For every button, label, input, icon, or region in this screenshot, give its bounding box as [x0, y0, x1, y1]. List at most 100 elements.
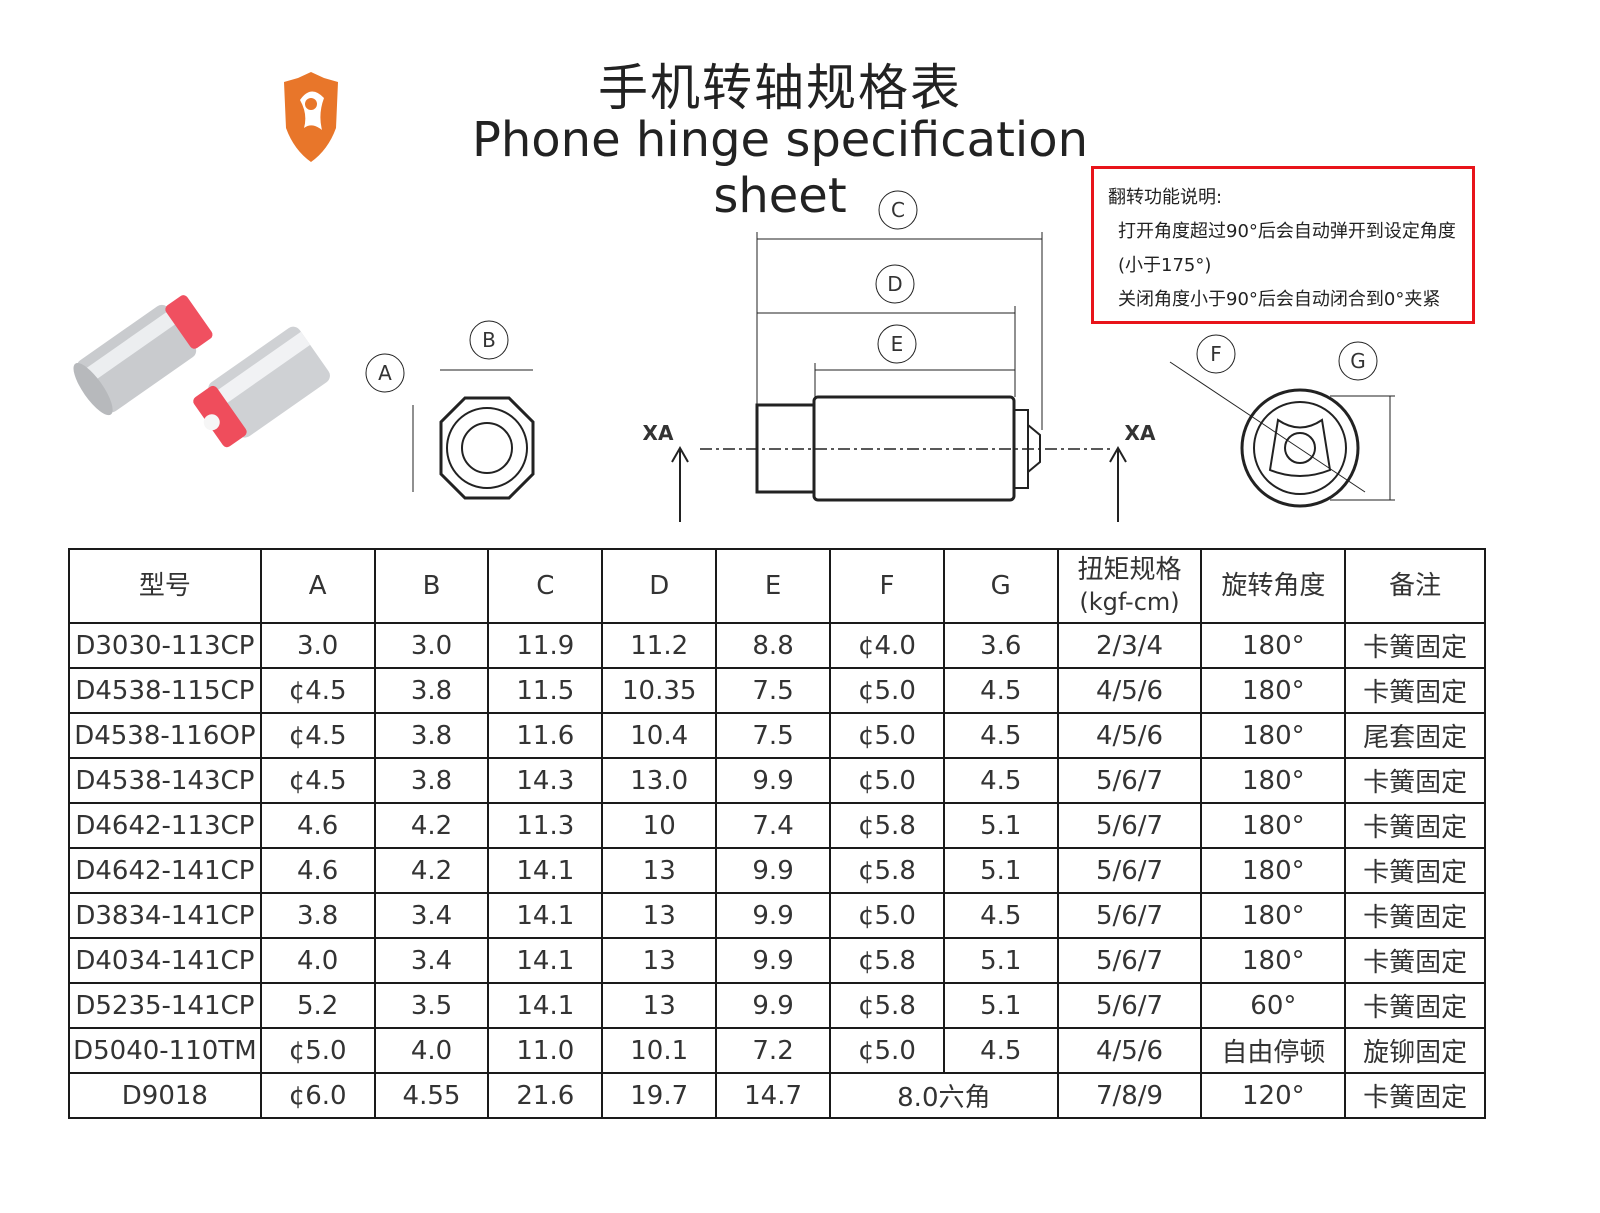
table-cell: 14.1 — [487, 937, 604, 984]
table-cell: ¢4.5 — [259, 667, 376, 714]
axis-label-left: XA — [643, 421, 674, 445]
table-cell: 5.1 — [942, 937, 1059, 984]
table-cell: 5/6/7 — [1056, 802, 1203, 849]
table-cell: 3.8 — [373, 667, 490, 714]
table-cell: 4.0 — [259, 937, 376, 984]
note-heading: 翻转功能说明: — [1108, 187, 1223, 208]
column-header-label: 扭矩规格 — [1077, 555, 1182, 585]
table-cell: 7.2 — [715, 1027, 831, 1074]
column-header: D — [601, 548, 718, 624]
dim-label-g: G — [1350, 349, 1366, 373]
column-header: C — [487, 548, 604, 624]
table-cell: 卡簧固定 — [1344, 892, 1486, 939]
table-cell: 5.1 — [942, 802, 1059, 849]
table-cell: 11.6 — [487, 712, 604, 759]
table-cell: 9.9 — [715, 982, 831, 1029]
table-cell: 13 — [601, 847, 718, 894]
table-cell: D4642-113CP — [68, 802, 262, 849]
table-cell: 14.3 — [487, 757, 604, 804]
table-cell: 4.5 — [942, 667, 1059, 714]
column-header: B — [373, 548, 490, 624]
table-cell: 5/6/7 — [1056, 892, 1203, 939]
table-cell: ¢5.0 — [829, 892, 945, 939]
table-cell: 8.0六角 — [829, 1072, 1059, 1119]
table-cell: D4034-141CP — [68, 937, 262, 984]
column-header-label: G — [990, 571, 1011, 601]
table-cell: ¢5.0 — [829, 757, 945, 804]
table-cell: D5040-110TM — [68, 1027, 262, 1074]
table-cell: 4.0 — [373, 1027, 490, 1074]
table-cell: D4538-115CP — [68, 667, 262, 714]
table-cell: 9.9 — [715, 847, 831, 894]
page-title-en: Phone hinge specification sheet — [471, 112, 1089, 224]
table-cell: D4538-116OP — [68, 712, 262, 759]
table-cell: ¢5.0 — [829, 712, 945, 759]
table-cell: 5.2 — [259, 982, 376, 1029]
table-cell: 7.5 — [715, 712, 831, 759]
table-cell: 3.8 — [373, 712, 490, 759]
table-cell: 4.5 — [942, 757, 1059, 804]
table-cell: 4.5 — [942, 712, 1059, 759]
table-cell: 3.6 — [942, 622, 1059, 669]
table-cell: 5.1 — [942, 847, 1059, 894]
table-cell: 14.1 — [487, 892, 604, 939]
table-cell: 卡簧固定 — [1344, 802, 1486, 849]
table-cell: 9.9 — [715, 937, 831, 984]
table-cell: 4/5/6 — [1056, 712, 1203, 759]
table-cell: 180° — [1200, 892, 1347, 939]
table-cell: ¢4.5 — [259, 757, 376, 804]
table-cell: D9018 — [68, 1072, 262, 1119]
table-cell: 5/6/7 — [1056, 847, 1203, 894]
dim-label-f: F — [1210, 342, 1222, 366]
table-cell: 14.1 — [487, 847, 604, 894]
table-cell: ¢5.8 — [829, 802, 945, 849]
column-header: E — [715, 548, 831, 624]
column-header: 扭矩规格 (kgf-cm) — [1056, 548, 1203, 624]
table-cell: ¢6.0 — [259, 1072, 376, 1119]
column-header-label: C — [536, 571, 555, 601]
table-cell: ¢5.8 — [829, 937, 945, 984]
table-cell: 14.1 — [487, 982, 604, 1029]
table-cell: 3.0 — [259, 622, 376, 669]
table-cell: 10.4 — [601, 712, 718, 759]
table-cell: 60° — [1200, 982, 1347, 1029]
column-header-label: 旋转角度 — [1221, 571, 1326, 601]
table-cell: 13 — [601, 982, 718, 1029]
table-cell: 180° — [1200, 622, 1347, 669]
brand-logo — [284, 72, 338, 162]
table-cell: ¢5.8 — [829, 982, 945, 1029]
table-cell: 13 — [601, 937, 718, 984]
column-header-label: 型号 — [138, 571, 191, 601]
table-cell: 4.6 — [259, 802, 376, 849]
table-cell: 180° — [1200, 667, 1347, 714]
table-cell: 3.4 — [373, 892, 490, 939]
end-view-outline — [446, 407, 528, 489]
table-cell: 5/6/7 — [1056, 937, 1203, 984]
table-cell: ¢5.0 — [259, 1027, 376, 1074]
dim-label-c: C — [891, 198, 905, 222]
table-cell: 4.5 — [942, 892, 1059, 939]
column-header: F — [829, 548, 945, 624]
table-cell: 11.0 — [487, 1027, 604, 1074]
table-cell: D5235-141CP — [68, 982, 262, 1029]
table-cell: 14.7 — [715, 1072, 831, 1119]
torque-unit: (kgf-cm) — [1079, 588, 1180, 616]
table-cell: 21.6 — [487, 1072, 604, 1119]
note-line: (小于175°) — [1118, 255, 1212, 276]
table-cell: 卡簧固定 — [1344, 982, 1486, 1029]
table-cell: 180° — [1200, 847, 1347, 894]
table-cell: 5/6/7 — [1056, 757, 1203, 804]
table-cell: 19.7 — [601, 1072, 718, 1119]
dim-label-d: D — [887, 272, 902, 296]
table-cell: 10.1 — [601, 1027, 718, 1074]
column-header-label: 备注 — [1389, 571, 1442, 601]
